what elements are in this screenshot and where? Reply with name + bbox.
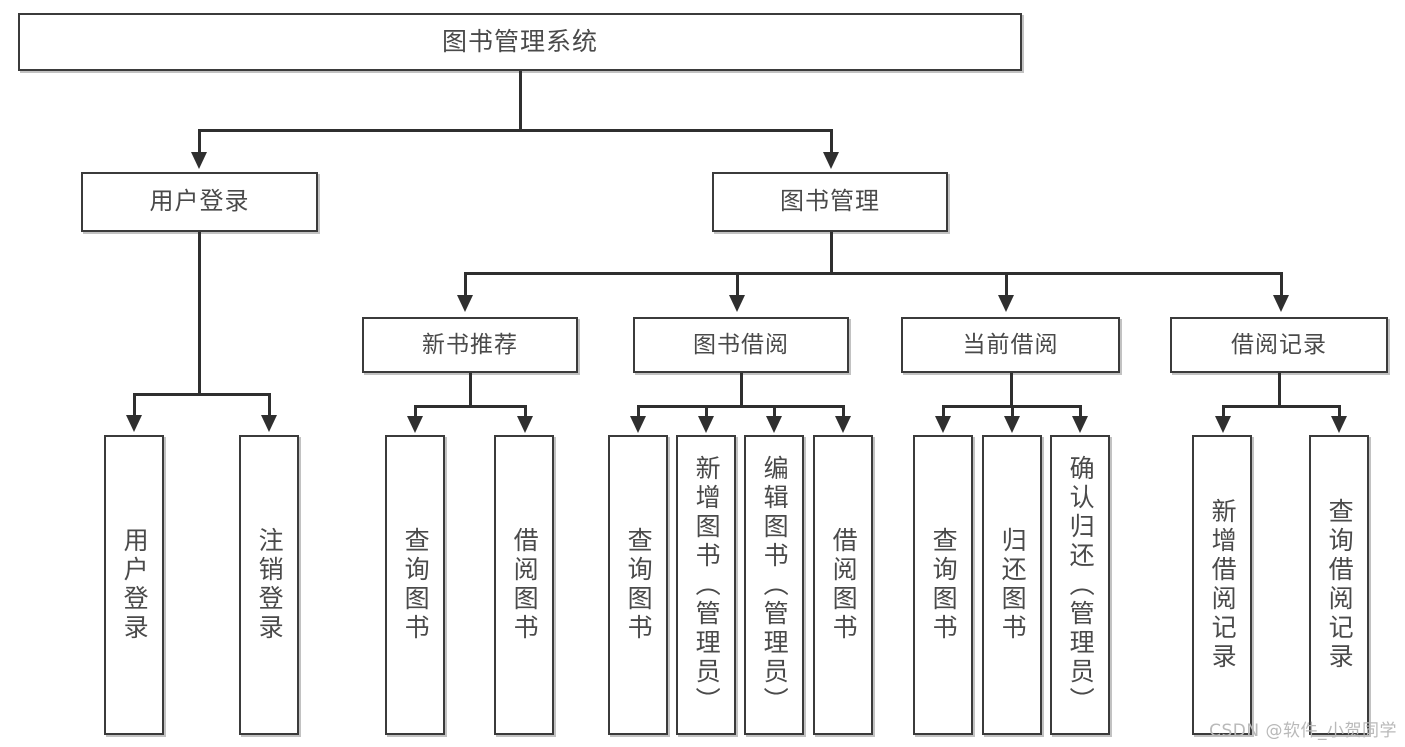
leaf-label: 新增借阅记录 — [1208, 498, 1238, 672]
node-new-book-recommend[interactable]: 新书推荐 — [362, 317, 578, 373]
connector-current-borrow-leaf1 — [942, 405, 945, 417]
connector-to-borrow-record — [1280, 272, 1283, 296]
leaf-label: 借阅图书 — [510, 527, 540, 643]
arrow-leaf-confirm-return — [1072, 416, 1088, 433]
arrow-leaf-user-login — [126, 415, 142, 432]
arrow-to-borrow-record — [1273, 295, 1289, 312]
arrow-to-new-book-recommend — [457, 295, 473, 312]
connector-book-borrow-leaf2 — [705, 405, 708, 417]
node-current-borrow[interactable]: 当前借阅 — [901, 317, 1120, 373]
node-book-management[interactable]: 图书管理 — [712, 172, 948, 232]
node-label: 用户登录 — [149, 187, 250, 216]
connector-book-borrow-leaf3 — [773, 405, 776, 417]
node-root-book-management-system[interactable]: 图书管理系统 — [18, 13, 1022, 71]
arrow-to-current-borrow — [998, 295, 1014, 312]
connector-level3-bus — [464, 272, 1280, 275]
arrow-to-book-management — [823, 152, 839, 169]
connector-user-login-stem — [198, 232, 201, 394]
leaf-label: 编辑图书（管理员） — [760, 454, 790, 716]
connector-current-borrow-leaf2 — [1011, 405, 1014, 417]
node-label: 新书推荐 — [422, 331, 518, 358]
connector-user-login-leaf2 — [268, 393, 271, 416]
connector-level2-bus — [198, 129, 832, 132]
arrow-leaf-query-book-a — [407, 416, 423, 433]
connector-book-borrow-leaf1 — [637, 405, 640, 417]
connector-book-borrow-stem — [740, 373, 743, 406]
leaf-borrow-book[interactable]: 借阅图书 — [813, 435, 873, 735]
connector-to-current-borrow — [1005, 272, 1008, 296]
leaf-user-login[interactable]: 用户登录 — [104, 435, 164, 735]
connector-borrow-record-leaf1 — [1222, 405, 1225, 417]
connector-new-book-bus — [414, 405, 526, 408]
leaf-add-book-admin[interactable]: 新增图书（管理员） — [676, 435, 736, 735]
node-label: 当前借阅 — [962, 331, 1059, 358]
node-label: 图书管理 — [780, 187, 880, 216]
leaf-label: 查询图书 — [401, 527, 431, 643]
arrow-leaf-borrow-book-b — [835, 416, 851, 433]
leaf-edit-book-admin[interactable]: 编辑图书（管理员） — [744, 435, 804, 735]
connector-current-borrow-stem — [1010, 373, 1013, 406]
arrow-leaf-query-book-c — [935, 416, 951, 433]
connector-new-book-stem — [469, 373, 472, 406]
connector-to-book-management — [830, 129, 833, 153]
node-label: 借阅记录 — [1231, 331, 1327, 358]
leaf-logout-login[interactable]: 注销登录 — [239, 435, 299, 735]
leaf-label: 查询借阅记录 — [1325, 498, 1355, 672]
leaf-add-borrow-record[interactable]: 新增借阅记录 — [1192, 435, 1252, 735]
connector-user-login-leaf1 — [133, 393, 136, 416]
connector-book-management-stem — [830, 232, 833, 273]
connector-book-borrow-leaf4 — [842, 405, 845, 417]
leaf-query-book-borrow[interactable]: 查询图书 — [608, 435, 668, 735]
arrow-leaf-query-record — [1331, 416, 1347, 433]
leaf-label: 新增图书（管理员） — [692, 454, 722, 716]
leaf-label: 归还图书 — [998, 527, 1028, 643]
connector-borrow-record-bus — [1222, 405, 1340, 408]
node-borrow-record[interactable]: 借阅记录 — [1170, 317, 1388, 373]
leaf-confirm-return-admin[interactable]: 确认归还（管理员） — [1050, 435, 1110, 735]
connector-to-user-login — [198, 129, 201, 153]
connector-to-new-book — [464, 272, 467, 296]
node-label: 图书管理系统 — [441, 26, 598, 56]
connector-root-stem — [519, 71, 522, 130]
leaf-borrow-book-recommend[interactable]: 借阅图书 — [494, 435, 554, 735]
node-label: 图书借阅 — [693, 331, 789, 358]
arrow-leaf-add-record — [1215, 416, 1231, 433]
leaf-label: 查询图书 — [624, 527, 654, 643]
leaf-label: 查询图书 — [929, 527, 959, 643]
arrow-leaf-return-book — [1004, 416, 1020, 433]
arrow-leaf-add-book — [698, 416, 714, 433]
leaf-label: 确认归还（管理员） — [1066, 454, 1096, 716]
arrow-leaf-query-book-b — [630, 416, 646, 433]
connector-user-login-bus — [133, 393, 270, 396]
leaf-query-book-recommend[interactable]: 查询图书 — [385, 435, 445, 735]
arrow-leaf-edit-book — [766, 416, 782, 433]
node-user-login[interactable]: 用户登录 — [81, 172, 318, 232]
connector-book-borrow-bus — [637, 405, 844, 408]
connector-new-book-leaf2 — [524, 405, 527, 417]
leaf-return-book[interactable]: 归还图书 — [982, 435, 1042, 735]
leaf-query-borrow-record[interactable]: 查询借阅记录 — [1309, 435, 1369, 735]
arrow-to-user-login — [191, 152, 207, 169]
arrow-leaf-borrow-book-a — [517, 416, 533, 433]
leaf-label: 用户登录 — [120, 527, 150, 643]
node-book-borrow[interactable]: 图书借阅 — [633, 317, 849, 373]
connector-to-book-borrow — [736, 272, 739, 296]
leaf-label: 注销登录 — [255, 527, 285, 643]
connector-current-borrow-leaf3 — [1079, 405, 1082, 417]
arrow-to-book-borrow — [729, 295, 745, 312]
leaf-label: 借阅图书 — [829, 527, 859, 643]
connector-new-book-leaf1 — [414, 405, 417, 417]
connector-borrow-record-leaf2 — [1338, 405, 1341, 417]
leaf-query-book-current[interactable]: 查询图书 — [913, 435, 973, 735]
connector-borrow-record-stem — [1278, 373, 1281, 406]
arrow-leaf-logout-login — [261, 415, 277, 432]
